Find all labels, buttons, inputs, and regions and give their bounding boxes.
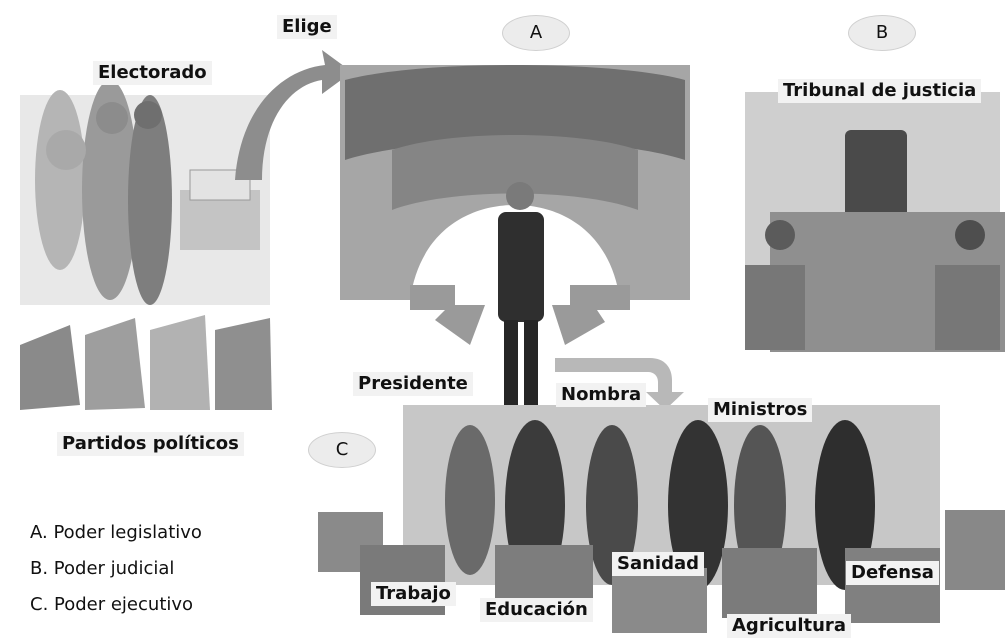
court-label: Tribunal de justicia xyxy=(778,79,982,103)
elige-label: Elige xyxy=(277,15,337,39)
ministry-educacion: Educación xyxy=(480,598,593,622)
marker-a: A xyxy=(502,15,570,51)
left-arrow xyxy=(410,285,485,345)
right-arrow xyxy=(552,285,630,345)
parties-label: Partidos políticos xyxy=(57,432,244,456)
legislative-chamber xyxy=(340,65,690,300)
court-scene xyxy=(745,92,1005,352)
ministers-label: Ministros xyxy=(708,398,813,422)
party-boxes xyxy=(20,315,272,410)
ministry-trabajo: Trabajo xyxy=(371,582,456,606)
ministry-sanidad: Sanidad xyxy=(612,552,705,576)
president-label: Presidente xyxy=(353,372,473,396)
legend-item-a: A. Poder legislativo xyxy=(30,522,202,543)
marker-c: C xyxy=(308,432,376,468)
elige-arrow xyxy=(235,50,352,180)
electorate-scene xyxy=(20,80,270,305)
briefcases xyxy=(318,510,1005,633)
president-figure xyxy=(498,182,544,405)
nombra-label: Nombra xyxy=(556,383,647,407)
ministry-agricultura: Agricultura xyxy=(727,614,851,638)
legend-item-b: B. Poder judicial xyxy=(30,558,175,579)
nombra-arrow xyxy=(555,358,684,410)
ministers-scene xyxy=(403,405,940,590)
electorate-label: Electorado xyxy=(93,61,212,85)
ministry-defensa: Defensa xyxy=(846,561,939,585)
legend-item-c: C. Poder ejecutivo xyxy=(30,594,194,615)
legend: A. Poder legislativo B. Poder judicial C… xyxy=(30,522,202,630)
marker-b: B xyxy=(848,15,916,51)
